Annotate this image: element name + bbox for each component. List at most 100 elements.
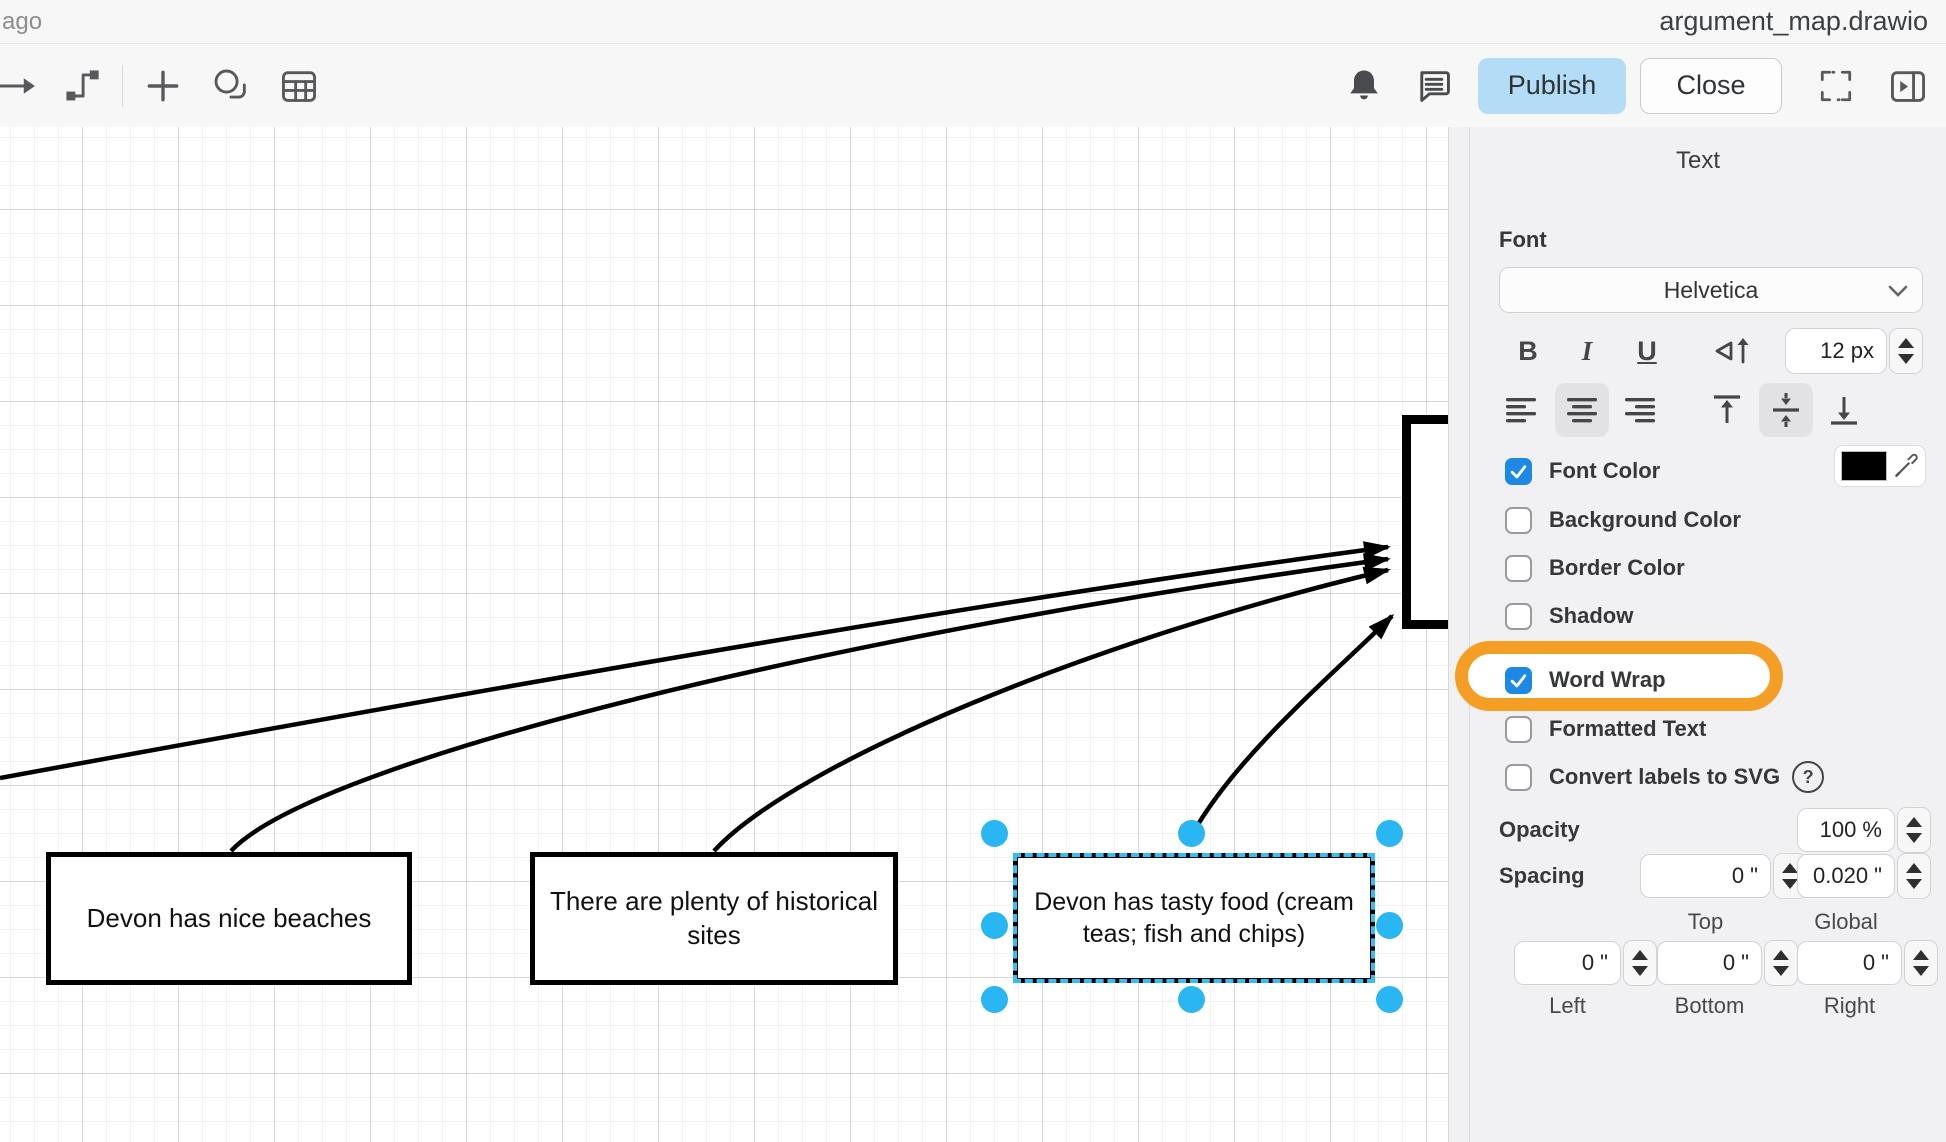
stepper-up-icon[interactable]: [1773, 950, 1789, 960]
shapes-icon[interactable]: [209, 64, 253, 108]
spacing-top-input[interactable]: 0 ": [1640, 854, 1771, 898]
toolbar-divider: [122, 64, 123, 107]
help-icon[interactable]: ?: [1792, 761, 1825, 793]
bold-button[interactable]: B: [1518, 335, 1538, 366]
premise-node-historical-sites[interactable]: There are plenty of historical sites: [530, 852, 898, 985]
publish-button[interactable]: Publish: [1478, 57, 1626, 114]
spacing-left-input[interactable]: 0 ": [1514, 941, 1621, 985]
stepper-down-icon[interactable]: [1782, 879, 1798, 889]
stepper-up-icon[interactable]: [1906, 863, 1922, 873]
toolbar-left-group: [0, 44, 321, 127]
spacing-left-stepper[interactable]: [1623, 940, 1657, 986]
edge-from-node-1[interactable]: [712, 566, 1391, 853]
stepper-up-icon[interactable]: [1913, 950, 1929, 960]
font-color-checkbox[interactable]: [1505, 457, 1532, 485]
fullscreen-icon[interactable]: [1814, 64, 1858, 108]
edge-from-node-2[interactable]: [1191, 613, 1395, 835]
stepper-up-icon[interactable]: [1898, 338, 1914, 348]
spacing-label: Spacing: [1499, 863, 1585, 888]
stepper-down-icon[interactable]: [1913, 966, 1929, 976]
plus-icon[interactable]: [141, 64, 185, 108]
convert-labels-svg-row[interactable]: Convert labels to SVG ?: [1505, 760, 1825, 794]
selection-handle-ne[interactable]: [1376, 820, 1403, 847]
opacity-label: Opacity: [1499, 817, 1580, 842]
arrow-icon[interactable]: [0, 64, 38, 108]
spacing-right-stepper[interactable]: [1904, 940, 1938, 986]
spacing-left-caption: Left: [1549, 993, 1586, 1018]
stepper-down-icon[interactable]: [1773, 966, 1789, 976]
bell-icon[interactable]: [1342, 64, 1386, 108]
premise-node-beaches[interactable]: Devon has nice beaches: [46, 852, 412, 985]
spacing-right-input[interactable]: 0 ": [1797, 941, 1902, 985]
stepper-up-icon[interactable]: [1906, 817, 1922, 827]
valign-middle-button[interactable]: [1759, 383, 1813, 437]
stepper-up-icon[interactable]: [1782, 863, 1798, 873]
spacing-global-input[interactable]: 0.020 ": [1797, 854, 1895, 898]
align-center-button[interactable]: [1555, 383, 1609, 437]
word-wrap-row[interactable]: Word Wrap: [1505, 663, 1666, 697]
align-right-button[interactable]: [1613, 383, 1667, 437]
word-wrap-checkbox[interactable]: [1505, 666, 1532, 694]
elbow-connector-icon[interactable]: [60, 64, 104, 108]
edge-from-offscreen[interactable]: [0, 541, 1391, 781]
spacing-bottom-input[interactable]: 0 ": [1657, 941, 1762, 985]
stepper-down-icon[interactable]: [1906, 879, 1922, 889]
valign-top-button[interactable]: [1700, 383, 1754, 437]
spacing-right-caption: Right: [1823, 993, 1876, 1018]
close-button[interactable]: Close: [1640, 57, 1782, 114]
font-color-swatch[interactable]: [1841, 451, 1887, 481]
underline-button[interactable]: U: [1637, 335, 1657, 366]
panel-tab-text[interactable]: Text: [1675, 147, 1720, 174]
table-icon[interactable]: [277, 64, 321, 108]
selection-handle-s[interactable]: [1178, 986, 1205, 1013]
spacing-global-stepper[interactable]: [1897, 853, 1931, 899]
shadow-checkbox[interactable]: [1505, 602, 1532, 630]
text-direction-icon[interactable]: [1707, 329, 1759, 373]
main-toolbar: Publish Close: [0, 44, 1946, 128]
formatted-text-row[interactable]: Formatted Text: [1505, 712, 1706, 746]
font-color-row[interactable]: Font Color: [1505, 454, 1660, 488]
align-left-button[interactable]: [1494, 383, 1548, 437]
format-panel-toggle-icon[interactable]: [1886, 64, 1930, 108]
comment-icon[interactable]: [1412, 64, 1456, 108]
opacity-stepper[interactable]: [1897, 807, 1931, 853]
stepper-down-icon[interactable]: [1906, 833, 1922, 843]
background-color-checkbox[interactable]: [1505, 506, 1532, 534]
premise-node-tasty-food-selected[interactable]: Devon has tasty food (cream teas; fish a…: [1013, 853, 1375, 983]
selection-handle-nw[interactable]: [981, 820, 1008, 847]
selection-handle-e[interactable]: [1376, 912, 1403, 939]
argument-edges: [0, 541, 1395, 853]
spacing-global-caption: Global: [1814, 909, 1878, 934]
selection-handle-n[interactable]: [1178, 820, 1205, 847]
edge-from-node-0[interactable]: [229, 553, 1391, 853]
stepper-down-icon[interactable]: [1632, 966, 1648, 976]
opacity-input[interactable]: 100 %: [1797, 808, 1895, 852]
font-family-select[interactable]: Helvetica: [1499, 267, 1923, 313]
check-icon: [1510, 464, 1527, 478]
font-size-input[interactable]: 12 px: [1785, 328, 1887, 374]
shadow-row[interactable]: Shadow: [1505, 599, 1633, 633]
background-color-row[interactable]: Background Color: [1505, 503, 1741, 537]
selection-handle-w[interactable]: [981, 912, 1008, 939]
formatted-text-checkbox[interactable]: [1505, 715, 1532, 743]
convert-labels-svg-checkbox[interactable]: [1505, 763, 1532, 791]
selection-handle-se[interactable]: [1376, 986, 1403, 1013]
spacing-bottom-stepper[interactable]: [1764, 940, 1798, 986]
italic-button[interactable]: I: [1581, 335, 1593, 366]
border-color-checkbox[interactable]: [1505, 554, 1532, 582]
spacing-top-caption: Top: [1687, 909, 1724, 934]
stepper-down-icon[interactable]: [1898, 354, 1914, 364]
font-size-stepper[interactable]: [1889, 328, 1923, 374]
diagram-canvas[interactable]: Devon has nice beaches There are plenty …: [0, 127, 1448, 1142]
spacing-bottom-caption: Bottom: [1674, 993, 1745, 1018]
stepper-up-icon[interactable]: [1632, 950, 1648, 960]
format-panel: Text Font Helvetica B I U 12 px Font Col…: [1448, 127, 1946, 1142]
border-color-row[interactable]: Border Color: [1505, 551, 1685, 585]
selection-handle-sw[interactable]: [981, 986, 1008, 1013]
font-color-picker[interactable]: [1834, 445, 1926, 487]
document-title: argument_map.drawio: [1659, 6, 1928, 36]
conclusion-node[interactable]: [1402, 415, 1448, 629]
word-wrap-highlight-annotation: [1455, 641, 1783, 711]
valign-bottom-button[interactable]: [1817, 383, 1871, 437]
font-section-label: Font: [1499, 227, 1547, 252]
